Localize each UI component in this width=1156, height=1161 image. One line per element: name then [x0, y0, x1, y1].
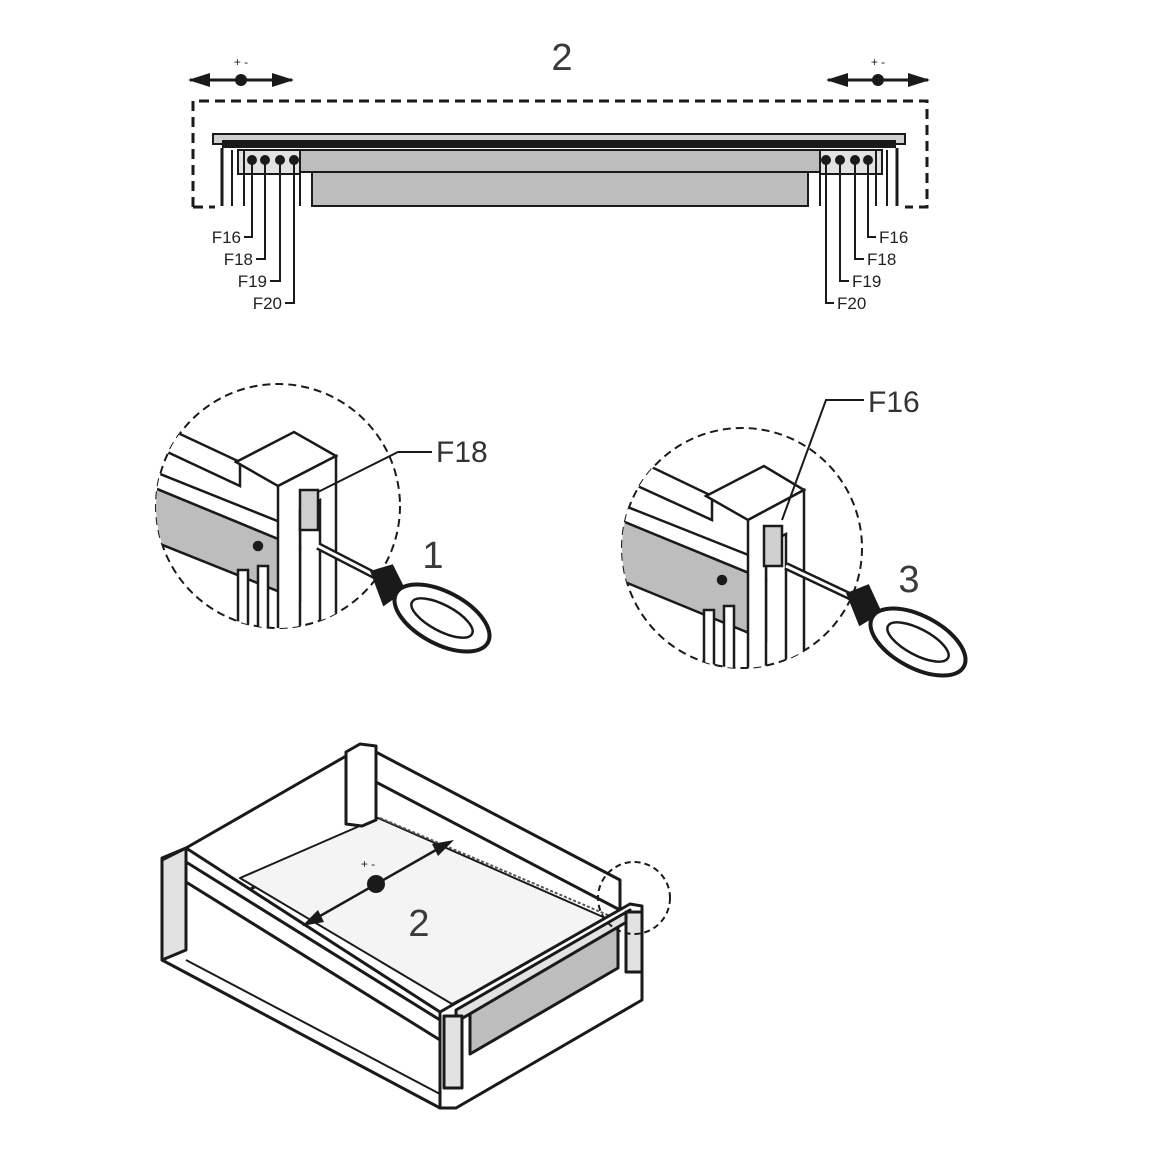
drawer-adjust-sign: + -: [361, 857, 375, 871]
left-label-f16: F16: [212, 228, 241, 247]
left-adjust-sign: + -: [234, 55, 248, 69]
detail-right-callout: F16: [868, 386, 920, 419]
left-label-f18: F18: [224, 250, 253, 269]
left-label-f20: F20: [253, 294, 282, 313]
right-fittings: [819, 149, 883, 206]
left-fittings: [237, 149, 301, 206]
left-adjust-arrow-icon: [188, 73, 294, 87]
detail-right: F16 3: [621, 386, 968, 678]
top-step-number: 2: [551, 37, 572, 79]
drawer-adjust-arrow-icon: [302, 840, 454, 926]
dashed-outline: [191, 99, 929, 209]
right-adjust-arrow-icon: [826, 73, 930, 87]
right-label-f19: F19: [852, 272, 881, 291]
right-label-f20: F20: [837, 294, 866, 313]
detail-left-callout: F18: [436, 436, 488, 469]
screwdriver-left-icon: [316, 542, 492, 654]
detail-left-step: 1: [422, 535, 443, 577]
left-leader-lines: [244, 164, 295, 304]
right-label-f18: F18: [867, 250, 896, 269]
detail-right-step: 3: [898, 559, 919, 601]
drawer-detail-marker: [597, 861, 671, 935]
drawer-bottom-panel: [311, 171, 809, 207]
screwdriver-right-icon: [784, 562, 968, 678]
detail-left: F18 1: [155, 383, 492, 654]
right-label-f16: F16: [879, 228, 908, 247]
drawer-view: [160, 742, 671, 1110]
right-adjust-sign: + -: [871, 55, 885, 69]
left-label-f19: F19: [238, 272, 267, 291]
right-leader-lines: [825, 164, 876, 304]
detail-right-circle: [621, 427, 863, 669]
drawer-step-number: 2: [408, 903, 429, 945]
top-view: 2 + - + -: [188, 37, 930, 313]
